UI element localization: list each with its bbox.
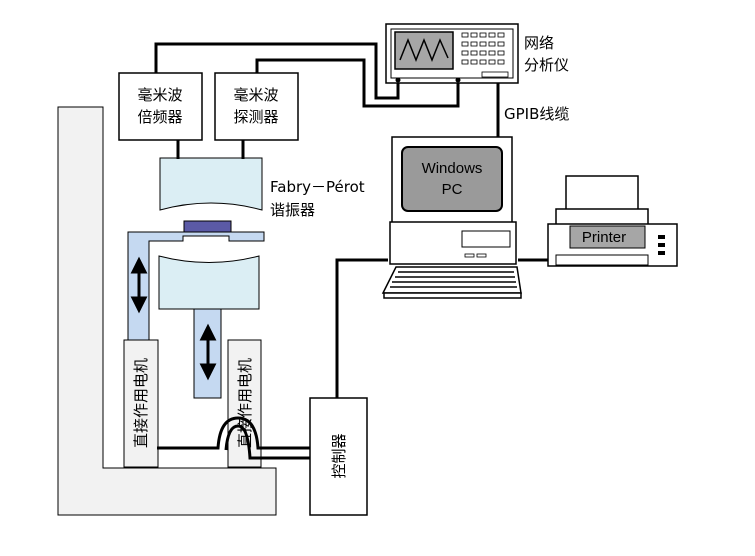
detector-label-2: 探测器 xyxy=(233,108,278,126)
left-motor-label: 直接作用电机 xyxy=(132,358,150,448)
right-motor-box xyxy=(227,339,262,468)
keyboard xyxy=(381,266,522,299)
pc-monitor xyxy=(391,136,513,225)
network-analyzer xyxy=(385,23,519,84)
fp-label-2: 谐振器 xyxy=(270,201,315,219)
lower-mirror xyxy=(158,255,260,310)
sample xyxy=(183,220,232,233)
left-double-arrow xyxy=(130,256,148,314)
cables xyxy=(154,42,548,460)
printer xyxy=(547,175,678,267)
pc-label-1: Windows xyxy=(422,160,483,177)
network-analyzer-label-1: 网络 xyxy=(524,34,554,52)
upper-mirror xyxy=(159,157,263,211)
controller-label: 控制器 xyxy=(330,433,348,478)
detector-box xyxy=(214,72,299,141)
multiplier-label-1: 毫米波 xyxy=(137,86,182,104)
network-analyzer-label-2: 分析仪 xyxy=(524,56,569,74)
pc-base xyxy=(389,221,517,265)
right-motor-label: 直接作用电机 xyxy=(236,358,254,448)
fp-label-1: Fabry－Pérot xyxy=(270,178,365,196)
right-double-arrow xyxy=(199,323,217,381)
printer-label: Printer xyxy=(582,229,626,246)
controller-box xyxy=(309,397,368,516)
support-frame xyxy=(57,106,277,516)
left-motor-box xyxy=(123,339,159,468)
multiplier-label-2: 倍频器 xyxy=(137,108,182,126)
detector-label-1: 毫米波 xyxy=(233,86,278,104)
gpib-label: GPIB线缆 xyxy=(504,105,569,123)
pc-label-2: PC xyxy=(442,181,463,198)
multiplier-box xyxy=(118,72,203,141)
